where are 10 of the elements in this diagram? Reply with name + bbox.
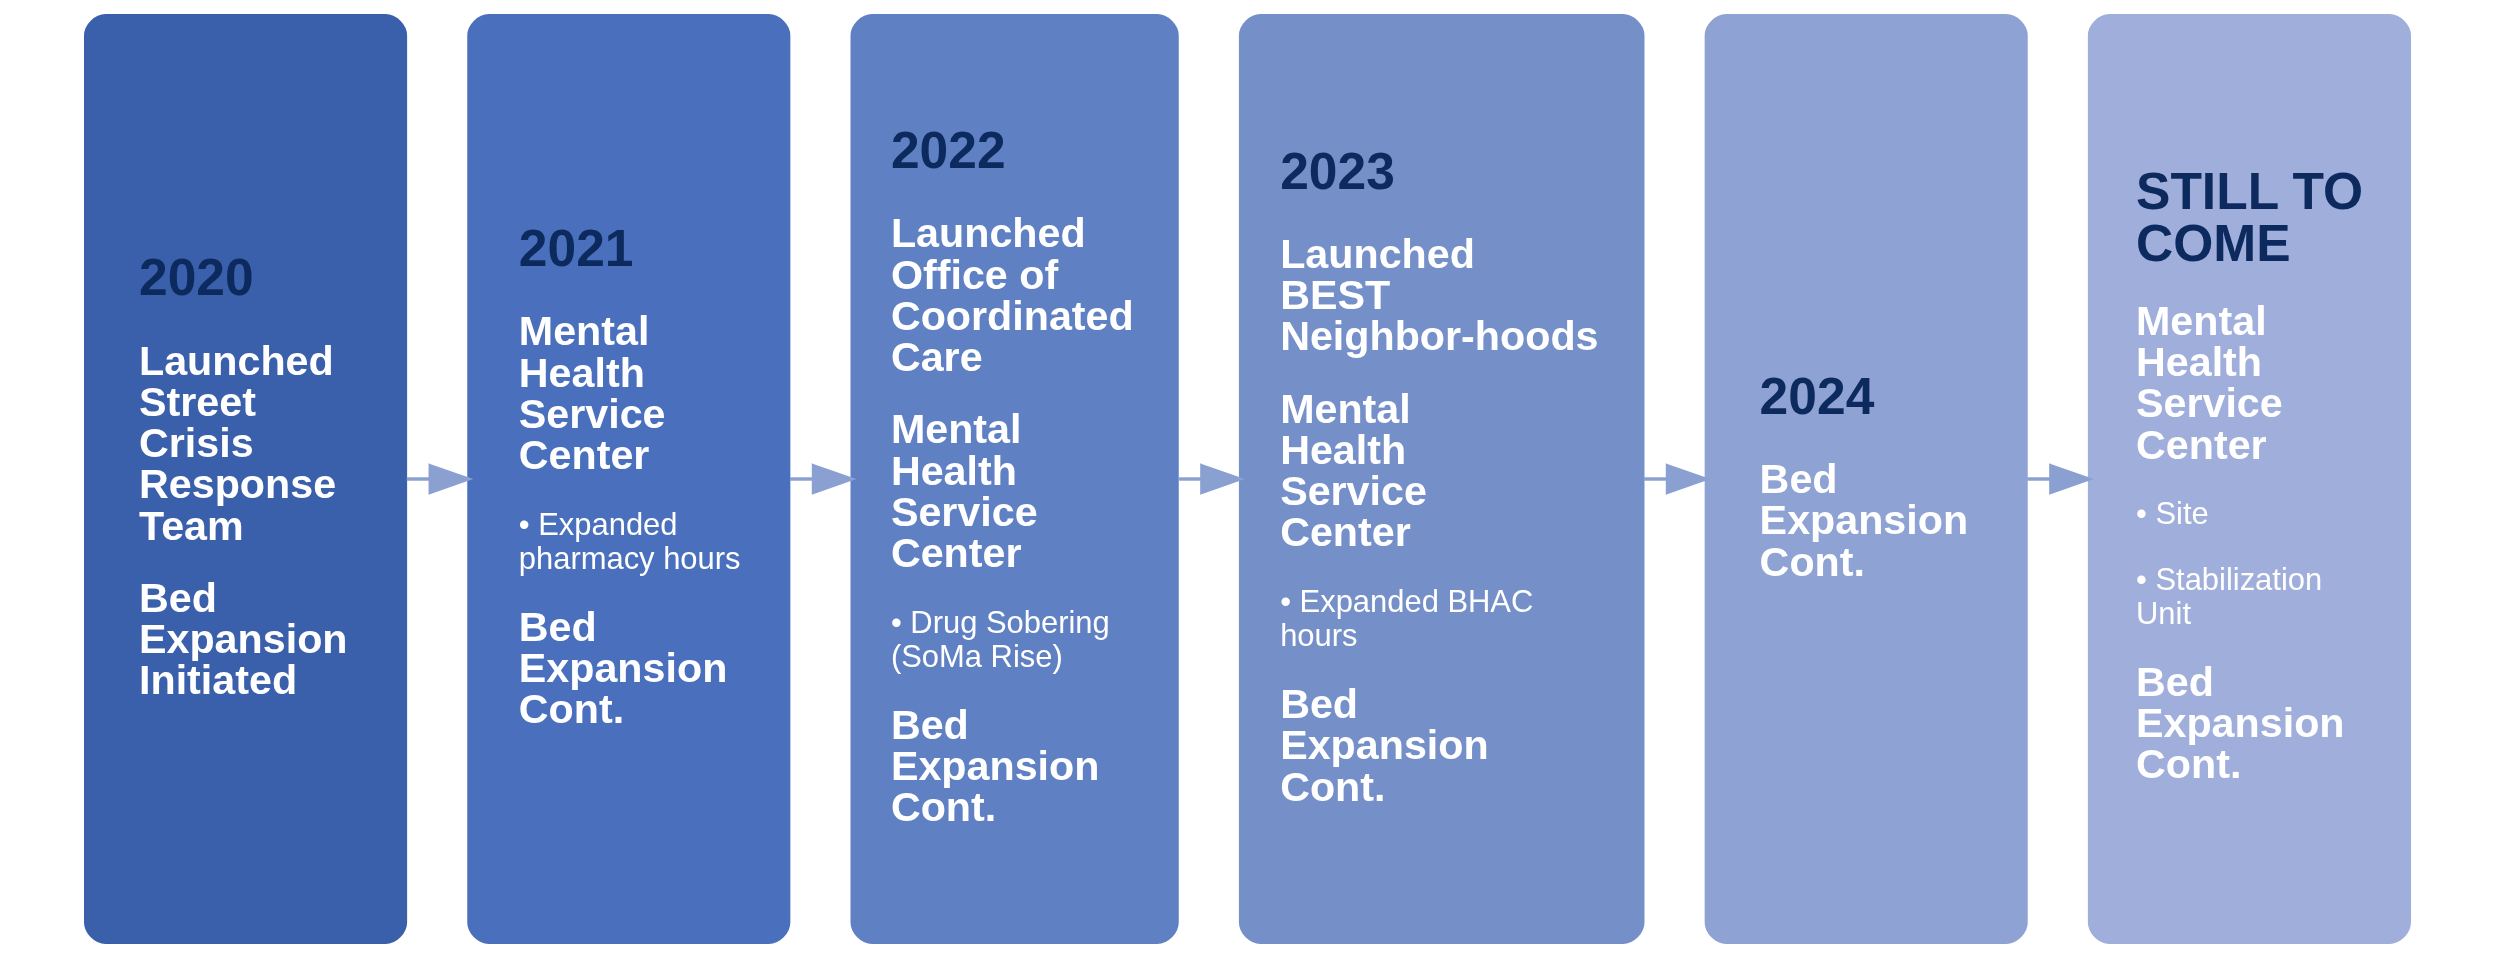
node-box: 2024 Bed Expansion Cont. xyxy=(1704,14,2028,944)
arrow xyxy=(1177,463,1245,495)
arrow xyxy=(406,463,473,495)
arrow xyxy=(789,463,856,495)
node-box: 2023 Launched BEST Neighbor-hoods Mental Health Service Center • Expanded BHAC hours Bed Expansion Cont. xyxy=(1238,14,1644,944)
node-box: 2020 Launched Street Crisis Response Team Bed Expansion Initiated xyxy=(83,14,407,944)
node-box: 2022 Launched Office of Coordinated Care Mental Health Service Center • Drug Sobering (SoMa Rise) Bed Expansion Cont. xyxy=(850,14,1179,944)
arrow xyxy=(2026,463,2094,495)
node-box: STILL TO COME Mental Health Service Center • Site • Stabilization Unit Bed Expansion Cont. xyxy=(2087,14,2411,944)
node-box: 2021 Mental Health Service Center • Expanded pharmacy hours Bed Expansion Cont. xyxy=(466,14,790,944)
